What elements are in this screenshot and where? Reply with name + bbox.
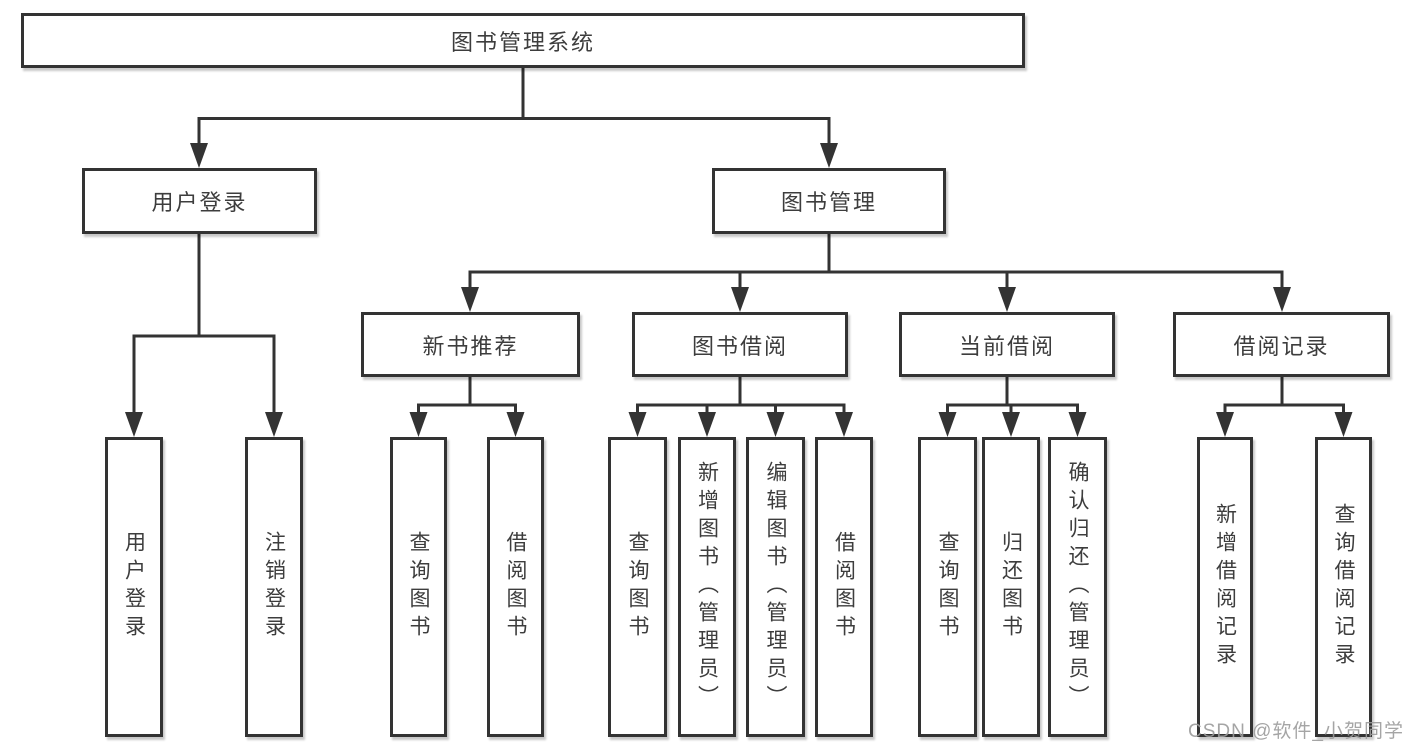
node-label: 图书管理系统 xyxy=(450,29,595,55)
connector-new-book-recommendation-to-children xyxy=(409,377,525,437)
node-label: 用户登录 xyxy=(122,531,146,643)
leaf-confirm-return-admin: 确认归还（管理员） xyxy=(1048,437,1107,737)
leaf-edit-books-admin: 编辑图书（管理员） xyxy=(746,437,805,737)
node-label: 新书推荐 xyxy=(422,333,519,359)
leaf-user-login: 用户登录 xyxy=(105,437,163,737)
node-label: 用户登录 xyxy=(151,190,248,215)
leaf-borrow-books-recommendation: 借阅图书 xyxy=(487,437,544,737)
node-label: 查询图书 xyxy=(407,531,430,643)
node-label: 当前借阅 xyxy=(958,333,1055,359)
node-borrowing-records: 借阅记录 xyxy=(1173,312,1390,377)
leaf-borrow-books: 借阅图书 xyxy=(815,437,873,737)
node-label: 图书借阅 xyxy=(691,333,788,359)
leaf-add-borrow-record: 新增借阅记录 xyxy=(1197,437,1253,737)
node-label: 借阅图书 xyxy=(504,531,527,643)
node-label: 借阅记录 xyxy=(1233,333,1330,359)
leaf-query-borrow-record: 查询借阅记录 xyxy=(1315,437,1372,737)
connector-current-borrowing-to-children xyxy=(938,377,1087,437)
node-label: 查询借阅记录 xyxy=(1332,503,1355,671)
leaf-logout: 注销登录 xyxy=(245,437,303,737)
node-label: 归还图书 xyxy=(999,531,1023,643)
leaf-add-books-admin: 新增图书（管理员） xyxy=(678,437,736,737)
node-label: 新增图书（管理员） xyxy=(695,461,719,713)
node-library-management-system: 图书管理系统 xyxy=(21,13,1025,68)
connector-root-to-level2 xyxy=(190,68,838,168)
leaf-query-books-borrowing: 查询图书 xyxy=(608,437,667,737)
node-current-borrowing: 当前借阅 xyxy=(899,312,1115,377)
csdn-watermark: CSDN @软件_小贺同学 xyxy=(1188,721,1404,742)
node-label: 注销登录 xyxy=(262,531,286,643)
node-user-login: 用户登录 xyxy=(82,168,317,234)
node-label: 图书管理 xyxy=(780,190,877,215)
node-book-management: 图书管理 xyxy=(712,168,946,234)
leaf-query-books-current: 查询图书 xyxy=(918,437,977,737)
node-label: 查询图书 xyxy=(936,531,959,643)
connector-borrowing-records-to-children xyxy=(1216,377,1353,437)
node-label: 编辑图书（管理员） xyxy=(764,461,787,713)
leaf-query-books-recommendation: 查询图书 xyxy=(390,437,447,737)
node-label: 新增借阅记录 xyxy=(1213,503,1237,671)
node-label: 查询图书 xyxy=(626,531,649,643)
connector-book-management-to-sections xyxy=(461,234,1291,312)
connector-user-login-to-children xyxy=(125,234,283,437)
node-new-book-recommendation: 新书推荐 xyxy=(361,312,580,377)
leaf-return-books: 归还图书 xyxy=(982,437,1040,737)
node-label: 借阅图书 xyxy=(832,531,856,643)
node-label: 确认归还（管理员） xyxy=(1066,461,1089,713)
connector-book-borrowing-to-children xyxy=(628,377,853,437)
node-book-borrowing: 图书借阅 xyxy=(632,312,848,377)
